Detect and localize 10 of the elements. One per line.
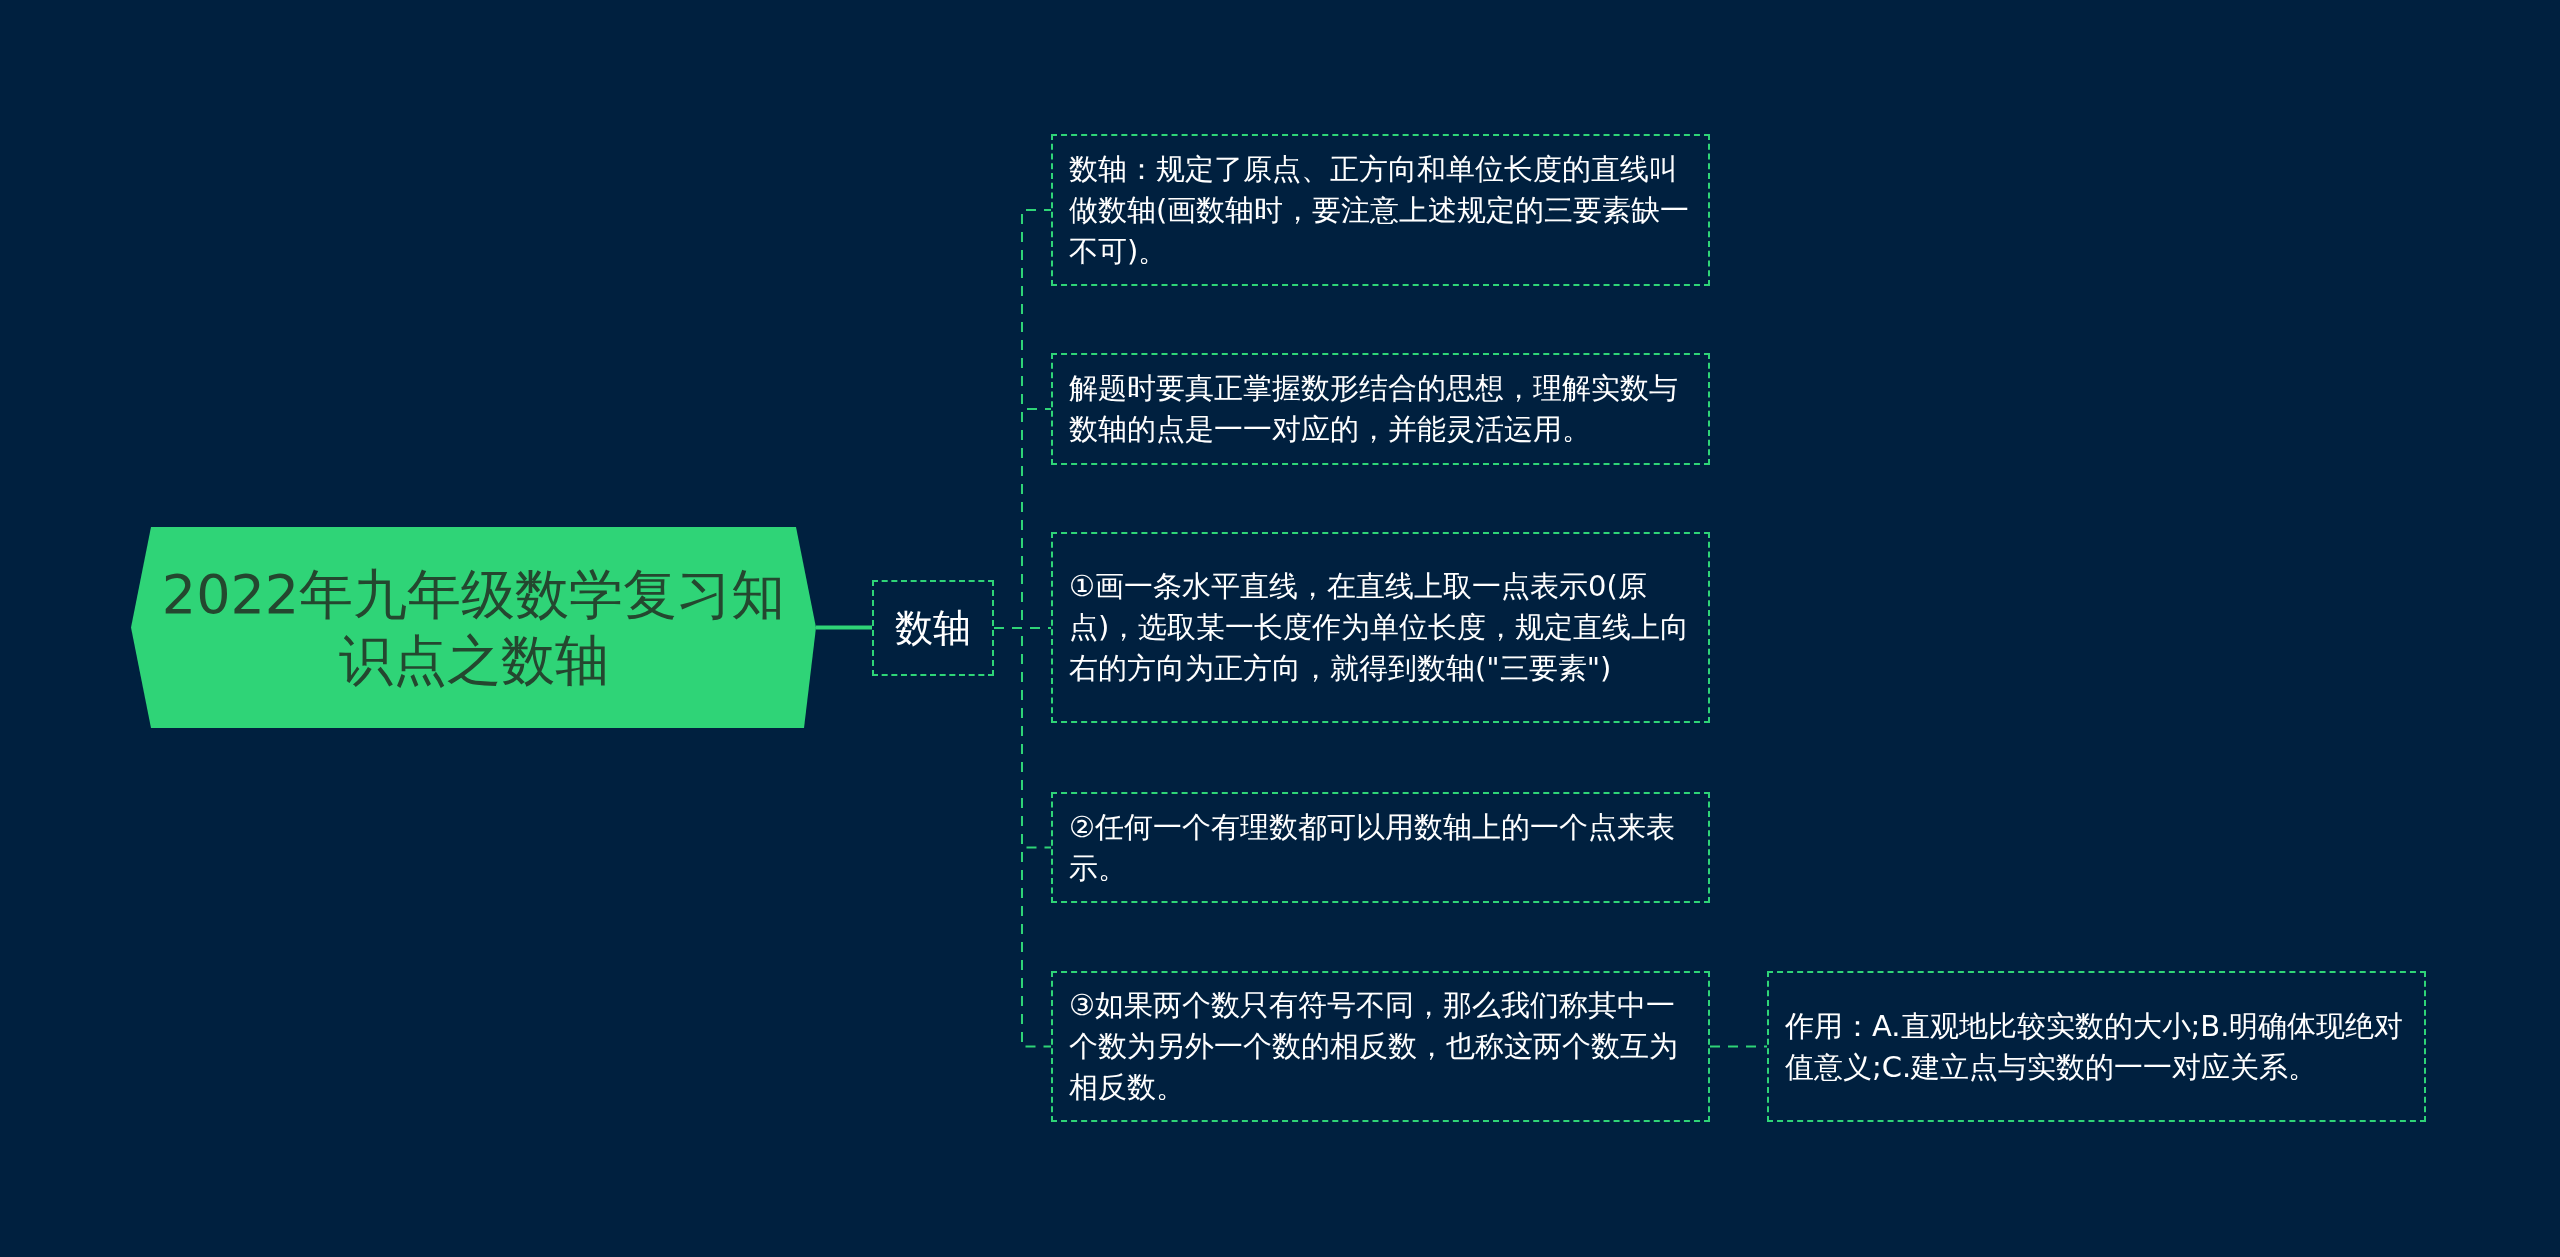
text-box: 解题时要真正掌握数形结合的思想，理解实数与数轴的点是一一对应的，并能灵活运用。 bbox=[1051, 353, 1710, 465]
connector bbox=[1709, 1045, 1768, 1048]
connector bbox=[816, 625, 872, 630]
text-box: 数轴：规定了原点、正方向和单位长度的直线叫做数轴(画数轴时，要注意上述规定的三要素缺一不可)。 bbox=[1051, 134, 1710, 286]
text-box: ③如果两个数只有符号不同，那么我们称其中一个数为另外一个数的相反数，也称这两个数互为相反数。 bbox=[1051, 971, 1710, 1122]
connector bbox=[993, 627, 1052, 1048]
text-box: ②任何一个有理数都可以用数轴上的一个点来表示。 bbox=[1051, 792, 1710, 903]
text-box: 作用：A.直观地比较实数的大小;B.明确体现绝对值意义;C.建立点与实数的一一对应关系。 bbox=[1767, 971, 2426, 1122]
text-box: ①画一条水平直线，在直线上取一点表示0(原点)，选取某一长度作为单位长度，规定直线上向右的方向为正方向，就得到数轴("三要素") bbox=[1051, 532, 1710, 723]
branch-box: 数轴 bbox=[872, 580, 994, 676]
